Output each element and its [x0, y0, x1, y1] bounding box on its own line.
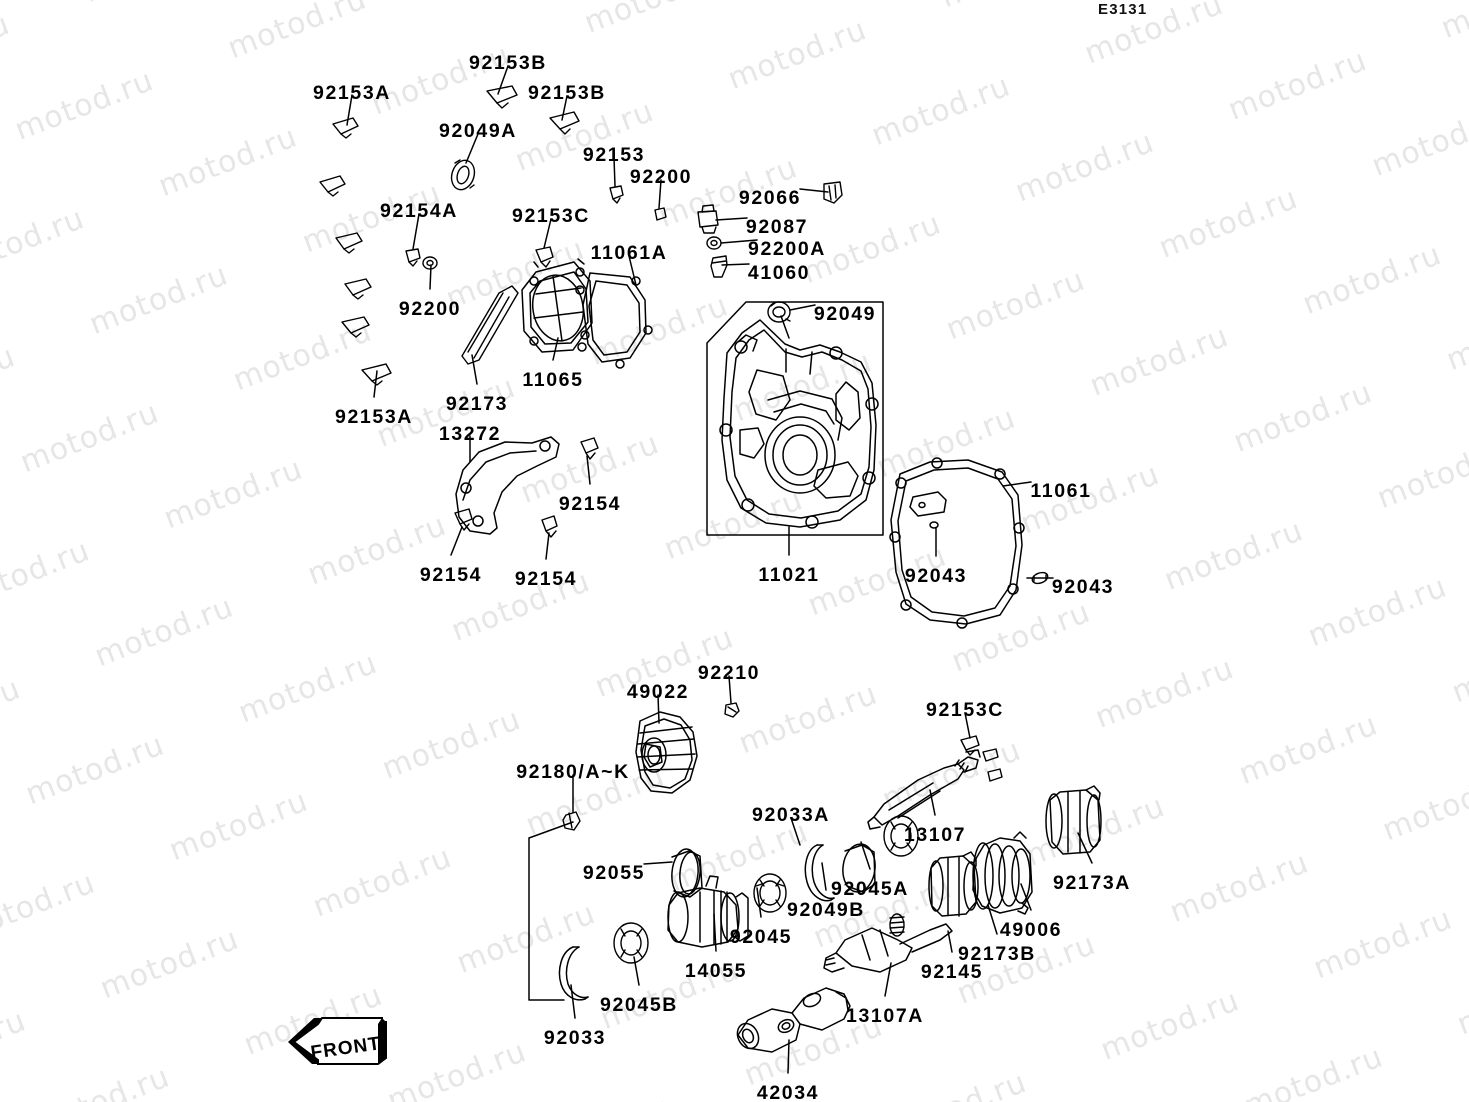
part-number-label[interactable]: 13107 [903, 824, 967, 846]
part-number-label[interactable]: 92154 [419, 564, 483, 586]
part-number-label[interactable]: 92045A [831, 878, 909, 900]
part-number-label[interactable]: 11061 [1030, 480, 1092, 502]
part-number-label[interactable]: 92153A [313, 82, 391, 104]
part-number-label[interactable]: 11065 [522, 369, 584, 391]
part-number-label[interactable]: 92153 [582, 144, 646, 166]
part-number-label[interactable]: 92210 [697, 662, 761, 684]
part-number-label[interactable]: 92153A [335, 406, 413, 428]
part-number-label[interactable]: 92043 [1051, 576, 1115, 598]
part-number-label[interactable]: 92173B [958, 943, 1036, 965]
part-number-label[interactable]: 13107A [846, 1005, 924, 1027]
part-number-label[interactable]: 92200A [748, 238, 826, 260]
part-number-label[interactable]: 92200 [398, 298, 462, 320]
part-number-label[interactable]: 92153B [528, 82, 606, 104]
part-number-label[interactable]: 92153C [926, 699, 1004, 721]
part-number-label[interactable]: 92033A [752, 804, 830, 826]
part-number-label[interactable]: 49006 [999, 919, 1063, 941]
part-number-label[interactable]: 92033 [543, 1027, 607, 1049]
part-number-label[interactable]: 92153B [469, 52, 547, 74]
part-number-label[interactable]: 92049B [787, 899, 865, 921]
part-number-label[interactable]: 92066 [738, 187, 802, 209]
front-orientation-arrow: FRONT [288, 1017, 387, 1065]
part-number-label[interactable]: 11061A [590, 242, 668, 264]
part-number-label[interactable]: 49022 [626, 681, 690, 703]
part-number-label[interactable]: 92200 [629, 166, 693, 188]
diagram-code: E3131 [1098, 1, 1148, 18]
part-number-label[interactable]: 92045B [600, 994, 678, 1016]
part-number-label[interactable]: 92154 [558, 493, 622, 515]
part-number-label[interactable]: 92087 [745, 216, 809, 238]
part-number-label[interactable]: 41060 [747, 262, 811, 284]
part-number-label[interactable]: 92045 [729, 926, 793, 948]
part-number-label[interactable]: 92145 [920, 961, 984, 983]
part-number-label[interactable]: 42034 [756, 1082, 820, 1102]
part-number-label[interactable]: 92154A [380, 200, 458, 222]
part-number-label[interactable]: 92049A [439, 120, 517, 142]
part-number-label[interactable]: 92055 [582, 862, 646, 884]
part-number-label[interactable]: 14055 [684, 960, 748, 982]
part-number-label[interactable]: 92043 [904, 565, 968, 587]
part-number-label[interactable]: 92049 [813, 303, 877, 325]
part-number-label[interactable]: 92180/A~K [516, 761, 630, 783]
part-number-label[interactable]: 92154 [514, 568, 578, 590]
part-number-label[interactable]: 92153C [512, 205, 590, 227]
part-number-label[interactable]: 13272 [438, 423, 502, 445]
part-number-label[interactable]: 11021 [758, 564, 820, 586]
part-number-label[interactable]: 92173 [445, 393, 509, 415]
part-number-label[interactable]: 92173A [1053, 872, 1131, 894]
